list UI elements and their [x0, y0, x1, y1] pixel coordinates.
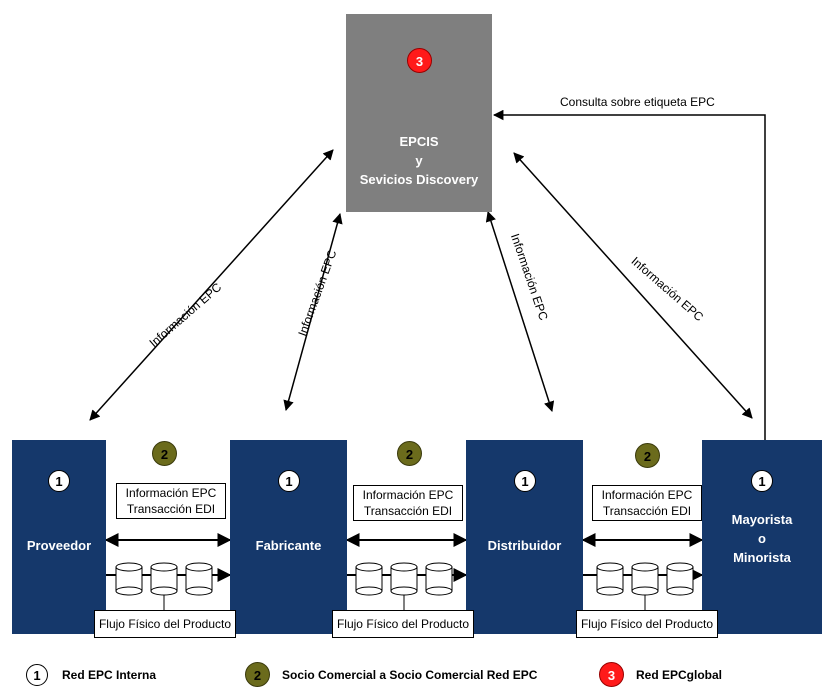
node-distribuidor: 1 Distribuidor [466, 440, 583, 634]
arrow-fabricante-epcis [283, 212, 343, 412]
node-fabricante: 1 Fabricante [230, 440, 347, 634]
info-edi-line1: Información EPC [601, 488, 693, 502]
info-edi-line1: Información EPC [125, 486, 217, 500]
query-path [492, 109, 766, 440]
flow-box-3: Flujo Físico del Producto [576, 610, 718, 638]
legend-badge-1: 1 [26, 664, 48, 686]
info-edi-line2: Transacción EDI [363, 504, 453, 518]
cylinder-icon-group-3 [596, 562, 694, 596]
arrow-mayorista-epcis [513, 152, 753, 419]
badge-partner-1: 2 [152, 441, 177, 466]
info-edi-box-1: Información EPC Transacción EDI [116, 483, 226, 519]
legend-text-1: Red EPC Interna [62, 668, 157, 682]
node-label-mayorista-line3: Minorista [733, 550, 791, 565]
info-edi-line2: Transacción EDI [602, 504, 692, 518]
badge-internal-2: 1 [278, 470, 300, 492]
cylinder-icon-group-1 [115, 562, 213, 596]
node-label-fabricante: Fabricante [255, 538, 322, 553]
center-title-line2: y [415, 153, 423, 168]
legend-badge-2: 2 [245, 662, 270, 687]
info-edi-box-3: Información EPC Transacción EDI [592, 485, 702, 521]
badge-partner-2: 2 [397, 441, 422, 466]
badge-internal-3: 1 [514, 470, 536, 492]
legend-text-2: Socio Comercial a Socio Comercial Red EP… [282, 668, 538, 682]
epcis-discovery-box: 3 EPCIS y Sevicios Discovery [346, 14, 492, 212]
node-label-mayorista-line1: Mayorista [731, 512, 793, 527]
arrow-proveedor-epcis [89, 149, 334, 421]
legend-badge-3: 3 [599, 662, 624, 687]
node-proveedor: 1 Proveedor [12, 440, 106, 634]
node-label-mayorista-line2: o [758, 531, 766, 546]
query-label: Consulta sobre etiqueta EPC [560, 95, 715, 109]
node-mayorista: 1 Mayorista o Minorista [702, 440, 822, 634]
center-title-line1: EPCIS [399, 134, 439, 149]
badge-epcglobal: 3 [407, 48, 432, 73]
flow-box-2: Flujo Físico del Producto [332, 610, 474, 638]
cylinder-icon-group-2 [355, 562, 453, 596]
node-label-proveedor: Proveedor [26, 538, 92, 553]
info-edi-line1: Información EPC [362, 488, 454, 502]
center-title-line3: Sevicios Discovery [359, 172, 479, 187]
flow-box-1: Flujo Físico del Producto [94, 610, 236, 638]
legend-text-3: Red EPCglobal [636, 668, 723, 682]
info-edi-box-2: Información EPC Transacción EDI [353, 485, 463, 521]
badge-internal-4: 1 [751, 470, 773, 492]
info-edi-line2: Transacción EDI [126, 502, 216, 516]
badge-partner-3: 2 [635, 443, 660, 468]
node-label-distribuidor: Distribuidor [487, 538, 562, 553]
badge-internal-1: 1 [48, 470, 70, 492]
